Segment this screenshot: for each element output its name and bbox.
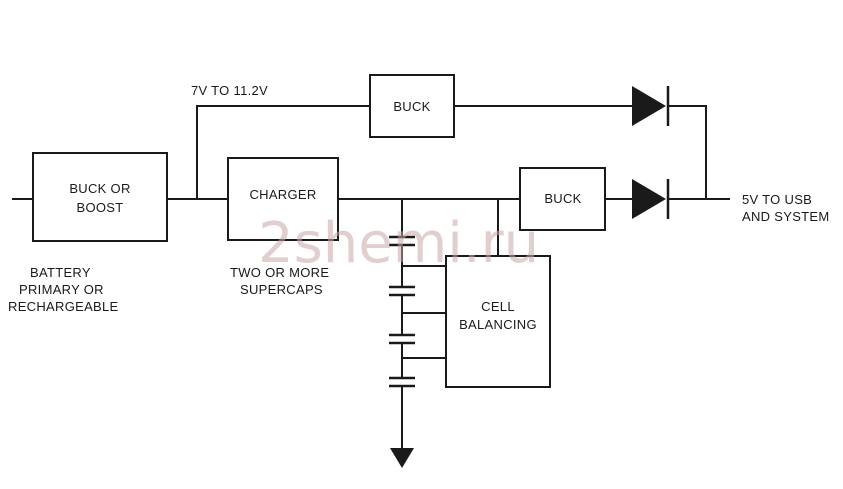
supercaps-label-line2: SUPERCAPS xyxy=(240,282,323,297)
diode-top-icon xyxy=(632,86,670,126)
buck-boost-block: BUCK OR BOOST xyxy=(32,152,168,242)
supercap-1 xyxy=(389,235,415,247)
charger-block: CHARGER xyxy=(227,157,339,241)
ground-arrow-icon xyxy=(390,448,414,468)
battery-label-line3: RECHARGEABLE xyxy=(8,299,119,314)
buck-top-block: BUCK xyxy=(369,74,455,138)
diode-mid-icon xyxy=(632,179,670,219)
charger-label: CHARGER xyxy=(249,187,316,202)
supercaps-label-line1: TWO OR MORE xyxy=(230,265,329,280)
battery-label-line2: PRIMARY OR xyxy=(19,282,104,297)
cell-balancing-label-line1: CELL xyxy=(481,299,515,314)
output-label-line2: AND SYSTEM xyxy=(742,209,830,224)
buck-boost-label-line2: BOOST xyxy=(76,200,123,215)
cell-balancing-block: CELL BALANCING xyxy=(445,255,551,388)
cell-balancing-label-line2: BALANCING xyxy=(459,317,537,332)
upper-rail-wire xyxy=(196,105,370,199)
watermark: 2shemi.ru xyxy=(258,211,539,276)
output-label-line1: 5V TO USB xyxy=(742,192,812,207)
buck-top-label: BUCK xyxy=(393,99,430,114)
supercap-2 xyxy=(389,285,415,297)
buck-boost-label-line1: BUCK OR xyxy=(69,181,130,196)
supercap-3 xyxy=(389,333,415,345)
output-collector-wire xyxy=(668,105,707,199)
battery-label-line1: BATTERY xyxy=(30,265,91,280)
voltage-range-label: 7V TO 11.2V xyxy=(191,83,268,98)
buck-mid-label: BUCK xyxy=(544,191,581,206)
buck-mid-block: BUCK xyxy=(519,167,606,231)
supercap-4 xyxy=(389,376,415,388)
